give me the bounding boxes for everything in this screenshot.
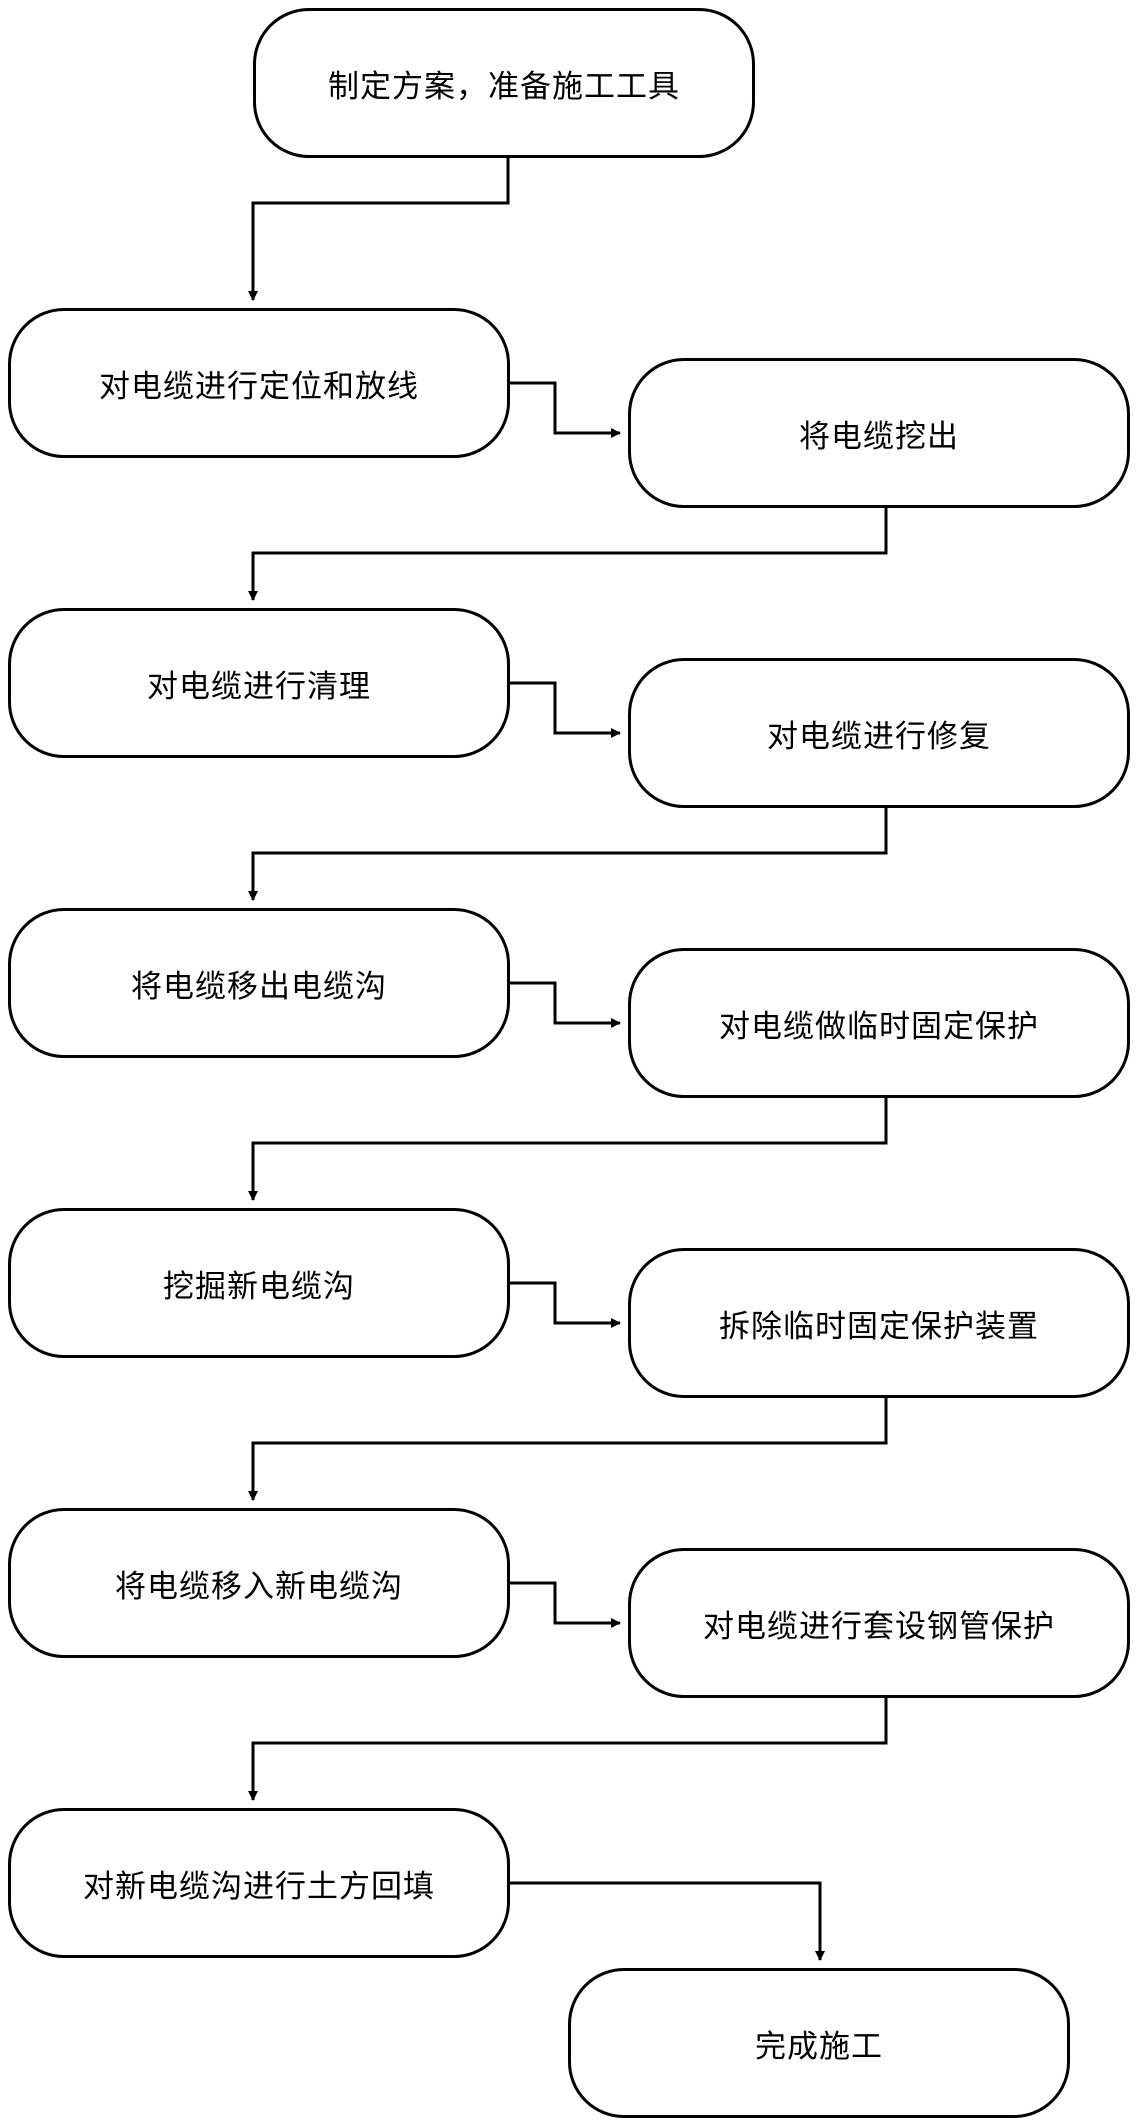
step-label: 对电缆进行定位和放线 [99, 368, 419, 405]
connector-backfill-to-complete [510, 1881, 825, 1961]
step-label: 将电缆移入新电缆沟 [115, 1568, 403, 1605]
step-label: 完成施工 [755, 2028, 883, 2065]
step-label: 对电缆进行修复 [767, 718, 991, 755]
step-steel-pipe-protection: 对电缆进行套设钢管保护 [628, 1548, 1130, 1698]
connector-repair-to-moveout [248, 808, 888, 901]
step-label: 挖掘新电缆沟 [163, 1268, 355, 1305]
step-backfill-trench: 对新电缆沟进行土方回填 [8, 1808, 510, 1958]
step-repair-cable: 对电缆进行修复 [628, 658, 1130, 808]
step-dig-new-trench: 挖掘新电缆沟 [8, 1208, 510, 1358]
connector-dig-to-clean [248, 508, 888, 601]
step-label: 对电缆进行套设钢管保护 [703, 1608, 1055, 1645]
step-label: 对新电缆沟进行土方回填 [83, 1868, 435, 1905]
step-label: 将电缆移出电缆沟 [131, 968, 387, 1005]
connector-remove-to-movein [248, 1398, 888, 1501]
connector-clean-to-repair [510, 681, 621, 738]
connector-locate-to-dig [510, 381, 621, 438]
step-label: 对电缆进行清理 [147, 668, 371, 705]
step-label: 拆除临时固定保护装置 [719, 1308, 1039, 1345]
connector-pipe-to-backfill [248, 1698, 888, 1801]
connector-movein-to-pipe [510, 1581, 621, 1628]
step-locate-layout: 对电缆进行定位和放线 [8, 308, 510, 458]
step-clean-cable: 对电缆进行清理 [8, 608, 510, 758]
step-label: 制定方案，准备施工工具 [328, 68, 680, 105]
connector-moveout-to-temp [510, 981, 621, 1028]
connector-temp-to-newtrench [248, 1098, 888, 1201]
step-plan-prepare: 制定方案，准备施工工具 [253, 8, 755, 158]
step-complete: 完成施工 [568, 1968, 1070, 2118]
step-temp-protection: 对电缆做临时固定保护 [628, 948, 1130, 1098]
step-dig-out-cable: 将电缆挖出 [628, 358, 1130, 508]
connector-newtrench-to-remove [510, 1281, 621, 1328]
step-move-into-new-trench: 将电缆移入新电缆沟 [8, 1508, 510, 1658]
connector-plan-to-locate [248, 158, 510, 301]
step-label: 将电缆挖出 [799, 418, 959, 455]
step-remove-temp-protection: 拆除临时固定保护装置 [628, 1248, 1130, 1398]
step-move-out-trench: 将电缆移出电缆沟 [8, 908, 510, 1058]
step-label: 对电缆做临时固定保护 [719, 1008, 1039, 1045]
